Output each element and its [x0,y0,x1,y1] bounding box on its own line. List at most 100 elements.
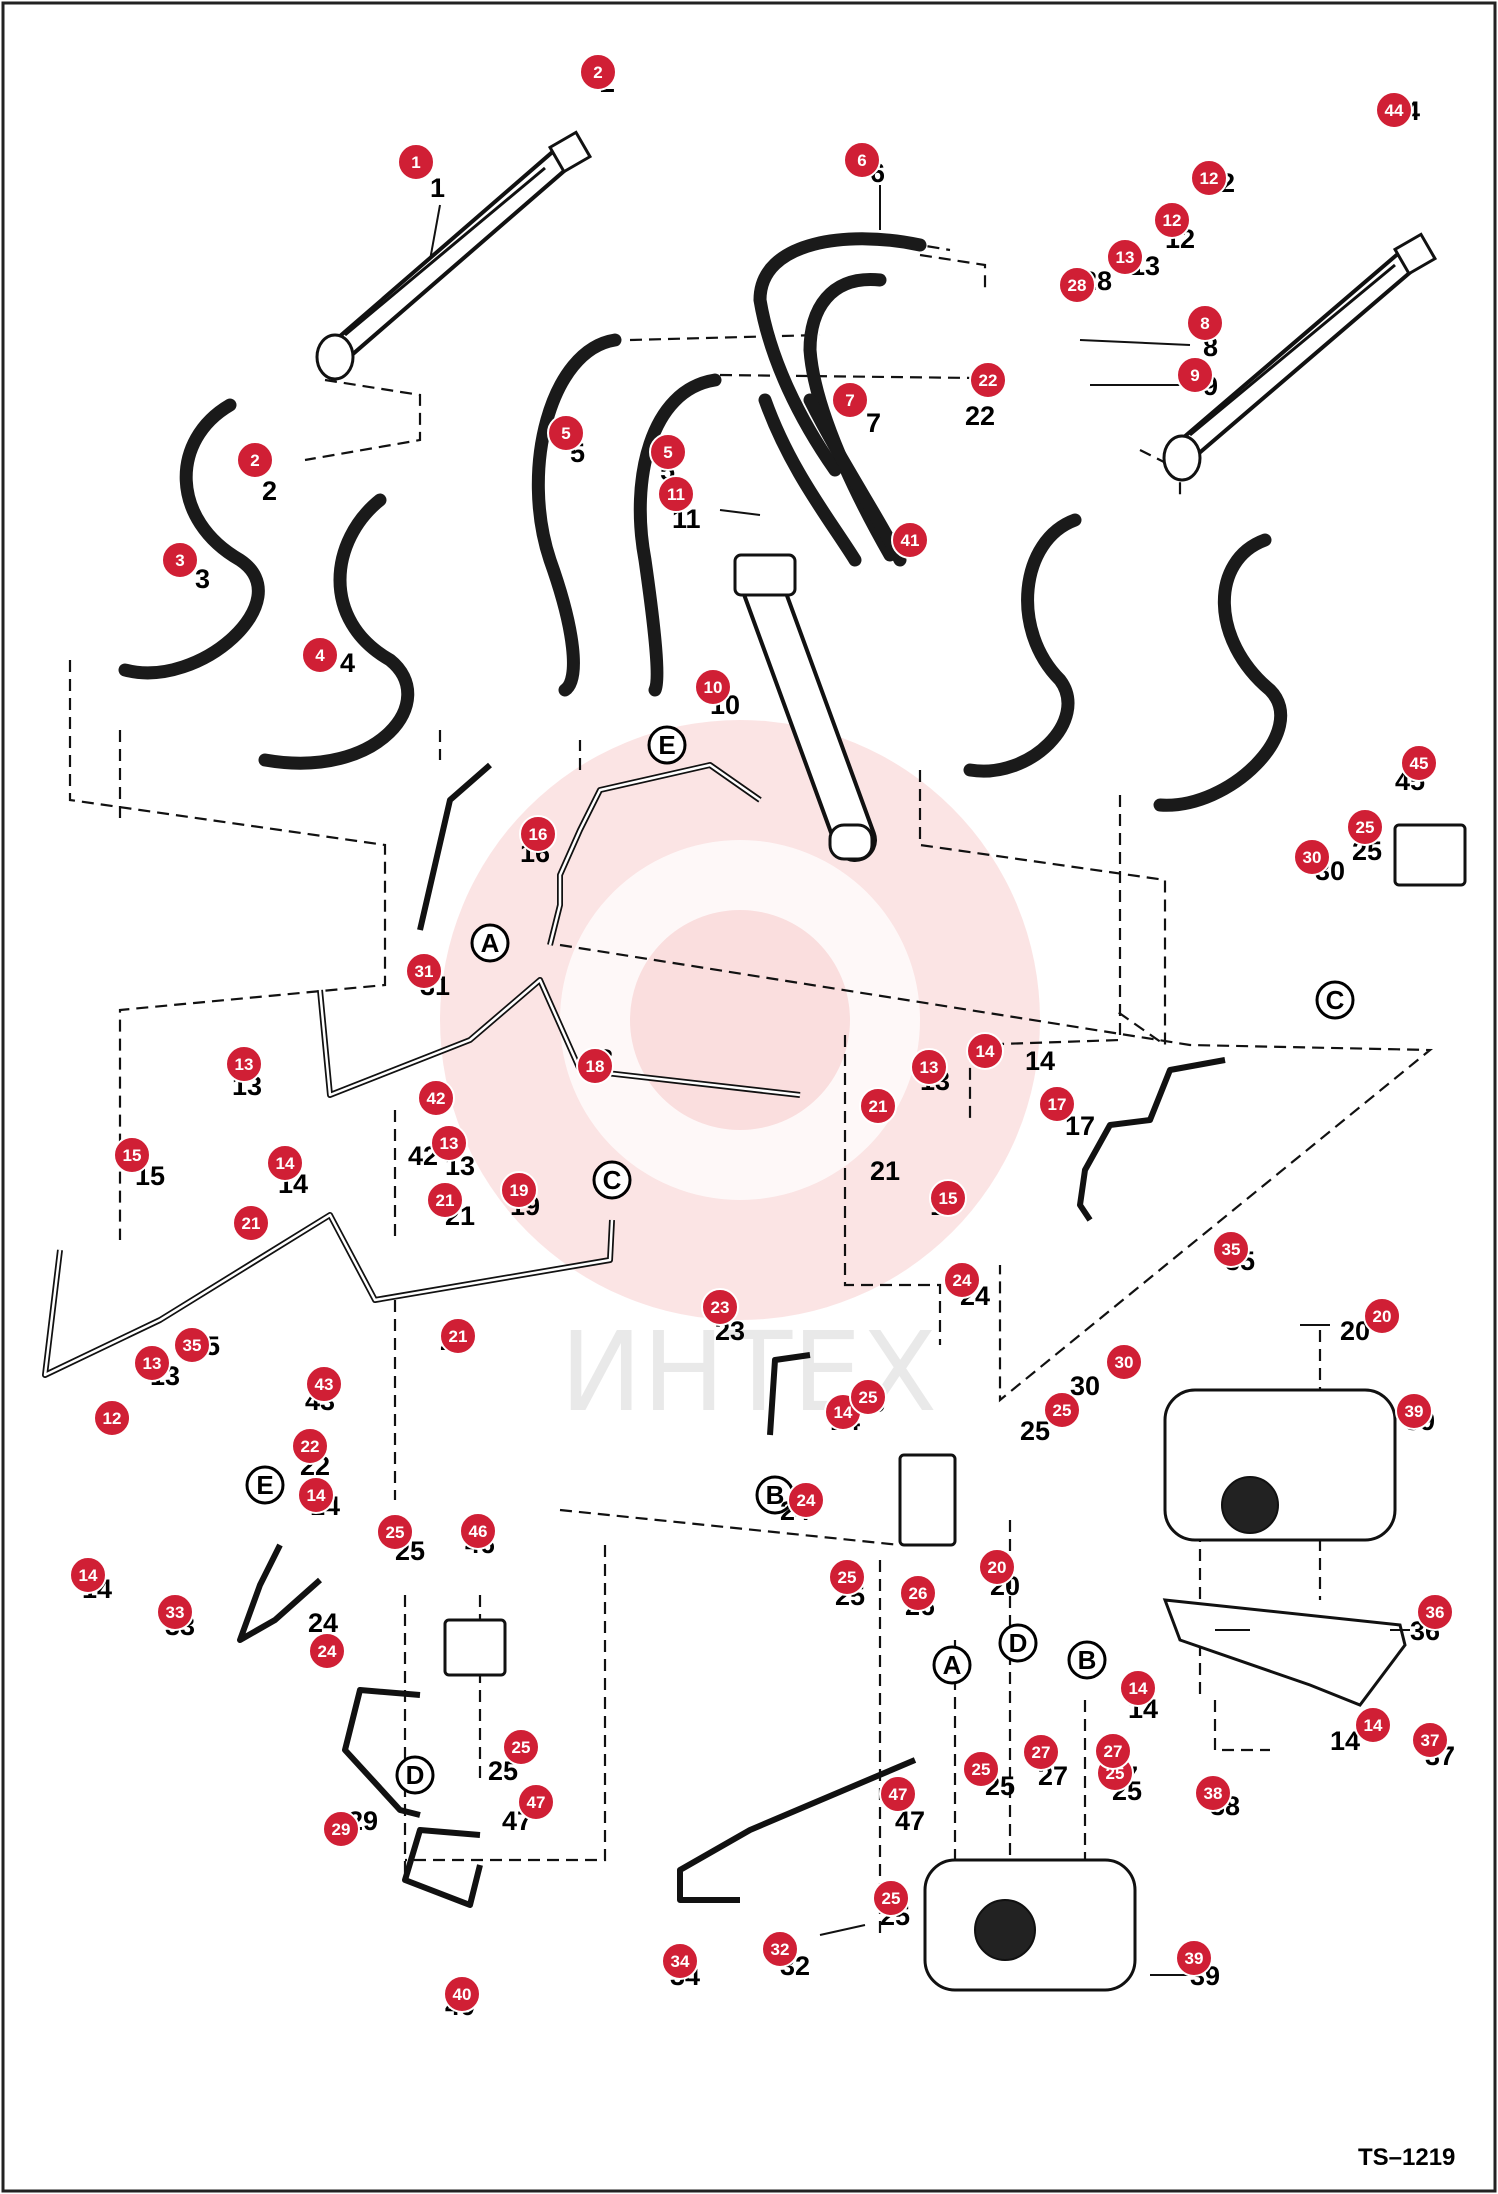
callout-24: 24 [787,1481,825,1519]
svg-text:47: 47 [889,1785,908,1804]
connector-a-top: A [470,923,510,963]
svg-text:30: 30 [1303,848,1322,867]
svg-text:15: 15 [939,1189,958,1208]
svg-text:12: 12 [1200,169,1219,188]
valve-hardware [443,823,1467,1992]
svg-text:5: 5 [561,424,570,443]
callout-23: 23 [701,1288,739,1326]
svg-text:23: 23 [711,1298,730,1317]
drawing-code: TS–1219 [1358,2144,1455,2171]
callout-20: 20 [978,1548,1016,1586]
callout-25: 25 [849,1378,887,1416]
callout-24: 24 [308,1632,346,1670]
callout-44: 44 [1375,91,1413,129]
leader-lines [239,185,1410,1976]
svg-text:47: 47 [527,1793,546,1812]
svg-text:7: 7 [866,408,881,438]
callout-15: 15 [929,1179,967,1217]
svg-text:A: A [481,928,500,958]
svg-text:24: 24 [953,1271,972,1290]
svg-text:E: E [658,730,675,760]
svg-text:33: 33 [166,1603,185,1622]
callout-14: 14 [966,1032,1004,1070]
callout-14: 14 [266,1144,304,1182]
callout-2: 2 [236,441,274,479]
hoses [118,232,1288,812]
svg-text:21: 21 [242,1214,261,1233]
callout-3: 3 [161,541,199,579]
svg-text:21: 21 [449,1327,468,1346]
callout-12: 12 [1190,159,1228,197]
callout-17: 17 [1038,1085,1076,1123]
callout-13: 13 [430,1124,468,1162]
svg-text:27: 27 [1032,1743,1051,1762]
svg-text:14: 14 [834,1403,853,1422]
svg-text:41: 41 [901,531,920,550]
svg-text:14: 14 [1129,1679,1148,1698]
svg-text:1: 1 [430,173,445,203]
svg-text:12: 12 [103,1409,122,1428]
svg-text:13: 13 [143,1354,162,1373]
svg-text:D: D [1009,1628,1028,1658]
svg-text:30: 30 [1115,1353,1134,1372]
callout-46: 46 [459,1512,497,1550]
svg-text:14: 14 [276,1154,295,1173]
svg-text:26: 26 [909,1584,928,1603]
lift-cylinder-left [315,130,593,381]
callout-20: 20 [1363,1297,1401,1335]
svg-text:25: 25 [386,1523,405,1542]
callout-39: 39 [1395,1392,1433,1430]
callout-27: 27 [1022,1733,1060,1771]
svg-text:45: 45 [1410,754,1429,773]
svg-text:25: 25 [838,1568,857,1587]
callout-24: 24 [943,1261,981,1299]
callout-16: 16 [519,815,557,853]
callout-28: 28 [1058,266,1096,304]
svg-text:21: 21 [436,1191,455,1210]
callout-badges: 1 2 2 3 4 5 5 6 7 8 9 10 11 12 12 12 13 … [69,53,1454,2013]
svg-text:15: 15 [123,1146,142,1165]
svg-text:13: 13 [440,1134,459,1153]
callout-22: 22 [291,1427,329,1465]
callout-8: 8 [1186,304,1224,342]
callout-31: 31 [405,952,443,990]
svg-text:22: 22 [979,371,998,390]
callout-15: 15 [113,1136,151,1174]
callout-14: 14 [1354,1706,1392,1744]
callout-13: 13 [1106,238,1144,276]
connector-b-mid: B [755,1475,795,1515]
callout-22: 22 [969,361,1007,399]
callout-6: 6 [843,141,881,179]
svg-text:25: 25 [882,1889,901,1908]
svg-text:18: 18 [586,1057,605,1076]
callout-39: 39 [1175,1939,1213,1977]
svg-text:D: D [406,1760,425,1790]
callout-35: 35 [1212,1230,1250,1268]
connector-c-mid: C [592,1160,632,1200]
svg-text:C: C [603,1165,622,1195]
svg-text:16: 16 [529,825,548,844]
callout-14: 14 [1119,1669,1157,1707]
svg-text:42: 42 [427,1089,446,1108]
svg-text:38: 38 [1204,1784,1223,1803]
svg-text:24: 24 [797,1491,816,1510]
callout-40: 40 [443,1975,481,2013]
svg-text:14: 14 [976,1042,995,1061]
callout-1: 1 [397,143,435,181]
rigid-tubes [42,762,1226,1908]
connector-e-top: E [647,725,687,765]
callout-38: 38 [1194,1774,1232,1812]
svg-text:19: 19 [510,1181,529,1200]
callout-27: 27 [1094,1732,1132,1770]
callout-12: 12 [1153,201,1191,239]
connector-d-left: D [395,1755,435,1795]
callout-14: 14 [69,1556,107,1594]
callout-42: 42 [417,1079,455,1117]
callout-21: 21 [439,1317,477,1355]
svg-text:36: 36 [1426,1603,1445,1622]
svg-text:32: 32 [771,1940,790,1959]
svg-text:14: 14 [307,1486,326,1505]
svg-text:21: 21 [869,1097,888,1116]
svg-text:25: 25 [1020,1416,1050,1446]
